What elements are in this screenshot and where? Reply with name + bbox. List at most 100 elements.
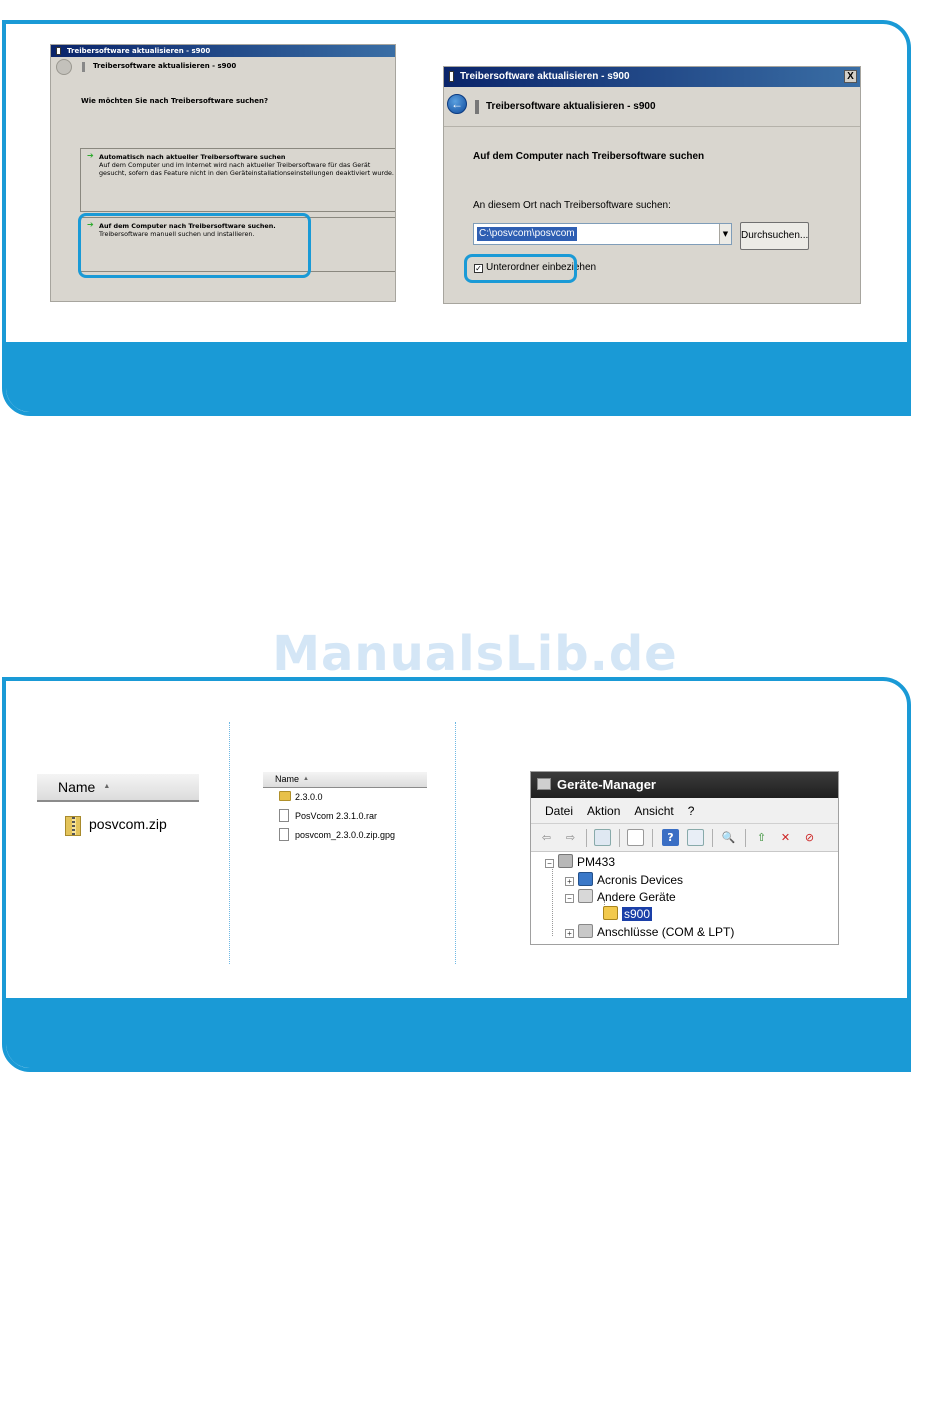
green-arrow-icon: ➔ [87, 151, 94, 160]
search-question: Wie möchten Sie nach Treibersoftware suc… [81, 97, 269, 105]
sort-up-icon: ▲ [303, 776, 309, 782]
sort-up-icon: ▲ [103, 783, 111, 790]
tree-node-other-devices[interactable]: − Andere Geräte [565, 889, 676, 906]
zip-folder-icon [65, 816, 81, 836]
port-icon [578, 924, 593, 938]
checkbox-label: Unterordner einbeziehen [486, 262, 597, 273]
file-name: PosVcom 2.3.1.0.rar [295, 811, 378, 821]
tree-line [552, 866, 553, 936]
list-item[interactable]: posvcom.zip [37, 816, 199, 838]
highlight-frame [464, 254, 577, 283]
update-driver-icon[interactable]: ⇧ [756, 831, 767, 844]
driver-update-dialog-small: Treibersoftware aktualisieren - s900 Tre… [50, 44, 396, 302]
console-tree-icon[interactable] [594, 829, 611, 846]
divider [229, 722, 230, 964]
action-pane-icon[interactable] [687, 829, 704, 846]
option-description: Treibersoftware manuell suchen und insta… [99, 230, 255, 238]
location-value[interactable]: C:\posvcom\posvcom [477, 227, 577, 241]
watermark: ManualsLib.de [272, 626, 678, 682]
window-title-bar: Geräte-Manager [531, 772, 838, 798]
tree-node-s900[interactable]: s900 [603, 906, 653, 923]
file-name: posvcom_2.3.0.0.zip.gpg [295, 830, 396, 840]
menu-item-help[interactable]: ? [687, 804, 695, 818]
dialog-title-bar: Treibersoftware aktualisieren - s900 X [444, 67, 860, 87]
option-auto-search[interactable]: ➔ Automatisch nach aktueller Treibersoft… [80, 148, 395, 212]
uninstall-icon[interactable]: ✕ [780, 831, 791, 844]
unknown-device-icon [578, 889, 593, 903]
computer-icon [558, 854, 573, 868]
checkbox-checked-icon[interactable]: ✓ [474, 264, 483, 273]
folder-icon [279, 791, 291, 801]
highlight-frame [78, 213, 311, 278]
dialog-title: Treibersoftware aktualisieren - s900 [460, 71, 630, 82]
toolbar: ⇦ ⇨ ? 🔍 ⇧ ✕ ⊘ [531, 824, 838, 852]
device-icon [82, 62, 85, 72]
column-label: Name [58, 779, 96, 795]
menu-item-ansicht[interactable]: Ansicht [634, 804, 674, 818]
driver-update-dialog-large: Treibersoftware aktualisieren - s900 X ←… [443, 66, 861, 304]
column-header-name[interactable]: Name▲ [263, 772, 427, 788]
toolbar-separator [619, 829, 620, 847]
file-icon [279, 828, 289, 841]
file-icon [279, 809, 289, 822]
close-button[interactable]: X [844, 70, 857, 83]
option-heading: Auf dem Computer nach Treibersoftware su… [99, 222, 276, 230]
section-heading: Auf dem Computer nach Treibersoftware su… [473, 151, 705, 162]
divider [455, 722, 456, 964]
option-browse-computer[interactable]: ➔ Auf dem Computer nach Treibersoftware … [80, 217, 395, 272]
option-description: Auf dem Computer und im Internet wird na… [99, 161, 394, 177]
dialog-nav-bar: Treibersoftware aktualisieren - s900 [51, 57, 395, 77]
dialog-nav-bar: ← Treibersoftware aktualisieren - s900 [444, 87, 860, 127]
network-device-icon [578, 872, 593, 886]
properties-icon[interactable] [627, 829, 644, 846]
browse-button[interactable]: Durchsuchen... [740, 222, 809, 250]
list-item[interactable]: PosVcom 2.3.1.0.rar [263, 807, 427, 826]
file-name: 2.3.0.0 [295, 792, 323, 802]
collapse-icon[interactable]: − [565, 894, 574, 903]
back-arrow-icon[interactable]: ← [447, 94, 467, 114]
help-icon[interactable]: ? [662, 829, 679, 846]
toolbar-separator [652, 829, 653, 847]
dialog-subtitle: Treibersoftware aktualisieren - s900 [486, 101, 656, 112]
tree-node-label: Andere Geräte [597, 890, 676, 904]
menu-bar: Datei Aktion Ansicht? [531, 798, 838, 824]
column-header-name[interactable]: Name ▲ [37, 774, 199, 802]
device-icon [56, 47, 61, 55]
tree-node-acronis[interactable]: + Acronis Devices [565, 872, 683, 889]
column-label: Name [275, 774, 300, 784]
chevron-down-icon[interactable]: ▼ [719, 224, 731, 244]
expand-icon[interactable]: + [565, 877, 574, 886]
tree-node-ports[interactable]: + Anschlüsse (COM & LPT) [565, 924, 734, 941]
explorer-folder-view: Name▲ 2.3.0.0 PosVcom 2.3.1.0.rar posvco… [263, 772, 427, 845]
tree-node-label-selected[interactable]: s900 [622, 907, 653, 921]
tree-node-label: Acronis Devices [597, 873, 684, 887]
tree-node-label: Anschlüsse (COM & LPT) [597, 925, 735, 939]
list-item[interactable]: posvcom_2.3.0.0.zip.gpg [263, 826, 427, 845]
collapse-icon[interactable]: − [545, 859, 554, 868]
expand-icon[interactable]: + [565, 929, 574, 938]
explorer-zip-view: Name ▲ posvcom.zip [37, 774, 199, 838]
list-item[interactable]: 2.3.0.0 [263, 788, 427, 807]
panel-caption-band [6, 342, 907, 412]
location-combobox[interactable]: C:\posvcom\posvcom ▼ [473, 223, 732, 245]
toolbar-separator [586, 829, 587, 847]
dialog-title: Treibersoftware aktualisieren - s900 [67, 47, 211, 55]
include-subfolders-checkbox[interactable]: ✓Unterordner einbeziehen [474, 262, 596, 273]
window-title: Geräte-Manager [557, 777, 656, 792]
back-arrow-icon[interactable] [56, 59, 72, 75]
back-arrow-icon[interactable]: ⇦ [541, 831, 552, 844]
menu-item-aktion[interactable]: Aktion [587, 804, 621, 818]
file-name: posvcom.zip [89, 816, 167, 832]
warning-device-icon [603, 906, 618, 920]
tree-node-root[interactable]: −PM433 [545, 854, 615, 871]
option-heading: Automatisch nach aktueller Treibersoftwa… [99, 153, 286, 161]
disable-icon[interactable]: ⊘ [804, 831, 815, 844]
scan-hardware-icon[interactable]: 🔍 [721, 831, 736, 844]
device-icon [449, 71, 454, 82]
toolbar-separator [712, 829, 713, 847]
dialog-subtitle: Treibersoftware aktualisieren - s900 [93, 62, 237, 70]
menu-item-datei[interactable]: Datei [545, 804, 574, 818]
forward-arrow-icon[interactable]: ⇨ [565, 831, 576, 844]
device-manager-icon [537, 778, 551, 790]
green-arrow-icon: ➔ [87, 220, 94, 229]
